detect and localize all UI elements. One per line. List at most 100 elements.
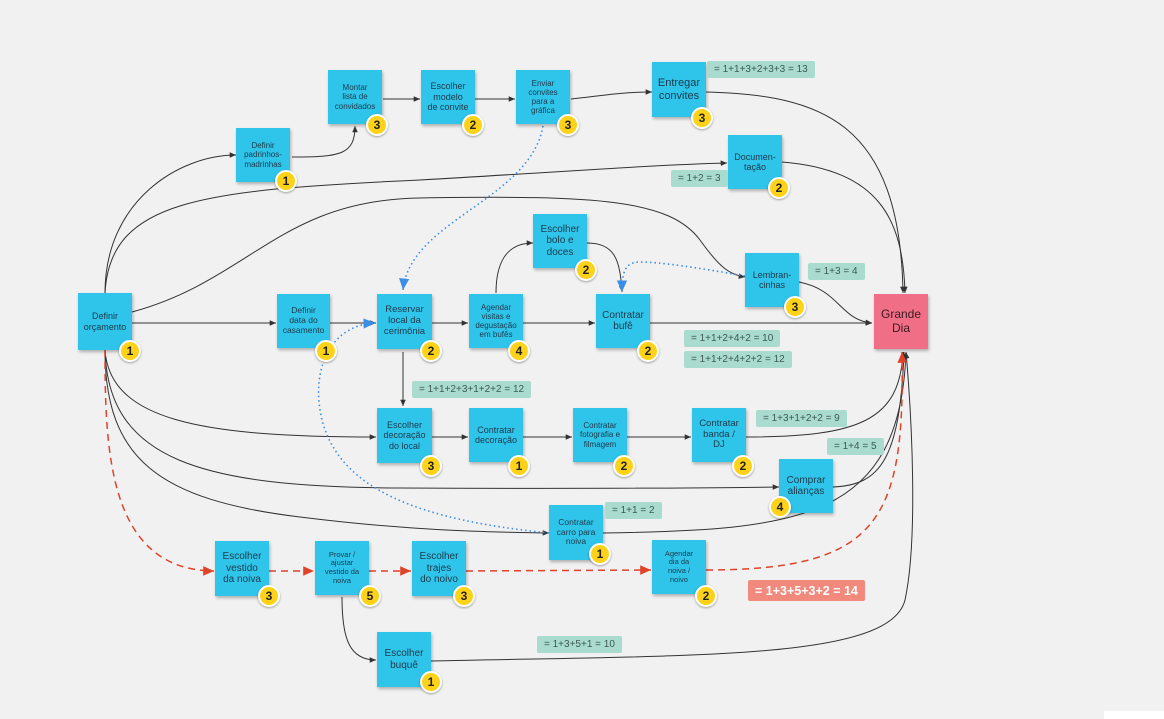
critical-path-orcamento-vestido: [104, 349, 215, 576]
note-label: Escolher modelo de convite: [427, 81, 469, 113]
note-label: Escolher bolo e doces: [540, 223, 580, 258]
duration-badge: 2: [420, 340, 442, 362]
connector-entregar-grandedia: [705, 91, 906, 294]
connector-padrinhos-lista: [291, 125, 358, 158]
note-contratar-fotografia[interactable]: Contratar fotografia e filmagem: [573, 408, 627, 462]
connector-orcamento-lembrancinhas: [131, 196, 746, 313]
note-label: Agendar dia da noiva / noivo: [664, 548, 694, 584]
duration-badge: 1: [315, 340, 337, 362]
duration-badge: 3: [453, 585, 475, 607]
duration-badge: 4: [769, 496, 791, 518]
sum-tag-buque: = 1+3+5+1 = 10: [537, 636, 622, 653]
connector-orcamento-aliancas: [104, 349, 780, 490]
note-documentacao[interactable]: Documen- tação: [728, 135, 782, 189]
duration-badge: 2: [637, 340, 659, 362]
duration-badge: 3: [258, 585, 280, 607]
note-label: Contratar carro para noiva: [556, 516, 596, 547]
dependency-link-lembrancinhas-bufe: [616, 261, 746, 293]
note-contratar-banda[interactable]: Contratar banda / DJ: [692, 408, 746, 462]
note-reservar-local[interactable]: Reservar local da cerimônia: [377, 294, 432, 349]
note-label: Reservar local da cerimônia: [383, 304, 426, 337]
sum-tag-lembrancinhas: = 1+3 = 4: [808, 263, 865, 280]
note-label: Escolher buquê: [384, 648, 424, 671]
duration-badge: 2: [613, 455, 635, 477]
connector-aliancas-grandedia: [832, 351, 907, 488]
dependency-link-carro-reservar: [317, 318, 550, 534]
sum-tag-aliancas: = 1+4 = 5: [827, 438, 884, 455]
note-label: Contratar banda / DJ: [699, 417, 739, 451]
connector-documentacao-grandedia: [781, 161, 908, 294]
note-label: Documen- tação: [734, 151, 776, 172]
sum-tag-banda: = 1+3+1+2+2 = 9: [756, 410, 847, 427]
duration-badge: 1: [119, 340, 141, 362]
duration-badge: 1: [508, 455, 530, 477]
connector-agendar-bolo: [495, 240, 534, 294]
note-provar-vestido[interactable]: Provar / ajustar vestido da noiva: [315, 541, 369, 595]
note-lembrancinhas[interactable]: Lembran- cinhas: [745, 253, 799, 307]
connector-buque-grandedia: [430, 351, 914, 662]
note-grande-dia[interactable]: Grande Dia: [874, 294, 928, 349]
duration-badge: 3: [691, 107, 713, 129]
connector-enviar-entregar: [570, 89, 653, 100]
duration-badge: 2: [575, 259, 597, 281]
note-label: Agendar visitas e degustação em bufês: [475, 302, 517, 340]
note-label: Escolher vestido da noiva: [222, 551, 262, 586]
duration-badge: 2: [732, 455, 754, 477]
note-label: Escolher trajes do noivo: [419, 551, 459, 586]
note-agendar-dia-noiva[interactable]: Agendar dia da noiva / noivo: [652, 540, 706, 594]
duration-badge: 3: [420, 455, 442, 477]
note-label: Definir orçamento: [83, 311, 127, 332]
note-label: Escolher decoração do local: [383, 419, 426, 451]
note-contratar-bufe[interactable]: Contratar bufê: [596, 294, 650, 348]
sum-tag-critical-path: = 1+3+5+3+2 = 14: [748, 580, 865, 601]
canvas-corner-panel: [1104, 711, 1164, 719]
note-label: Contratar fotografia e filmagem: [579, 421, 621, 449]
connector-orcamento-padrinhos: [104, 152, 237, 294]
note-agendar-visitas[interactable]: Agendar visitas e degustação em bufês: [469, 294, 523, 348]
duration-badge: 4: [508, 340, 530, 362]
note-definir-data[interactable]: Definir data do casamento: [277, 294, 330, 348]
connector-banda-grandedia: [745, 351, 906, 438]
connector-lembrancinhas-grandedia: [798, 281, 873, 326]
connector-orcamento-escolherdecoracao: [104, 349, 377, 440]
sum-tag-bufe-1: = 1+1+2+4+2 = 10: [684, 330, 781, 347]
sum-tag-carro: = 1+1 = 2: [605, 502, 662, 519]
critical-path-trajes-agendar: [465, 565, 652, 575]
sum-tag-bufe-2: = 1+1+2+4+2+2 = 12: [684, 351, 792, 368]
note-label: Definir data do casamento: [282, 305, 325, 335]
sum-tag-decoracao: = 1+1+2+3+1+2+2 = 12: [412, 381, 532, 398]
note-label: Comprar alianças: [786, 474, 826, 498]
note-label: Lembran- cinhas: [752, 269, 792, 290]
note-contratar-decoracao[interactable]: Contratar decoração: [469, 408, 523, 462]
duration-badge: 2: [695, 585, 717, 607]
note-escolher-bolo[interactable]: Escolher bolo e doces: [533, 214, 587, 268]
dependency-link-enviar-reservar: [399, 125, 544, 291]
note-escolher-buque[interactable]: Escolher buquê: [377, 632, 431, 687]
duration-badge: 3: [784, 296, 806, 318]
note-definir-orcamento[interactable]: Definir orçamento: [78, 293, 132, 350]
critical-path-agendar-grandedia: [705, 351, 907, 571]
connector-provar-buque: [341, 596, 377, 663]
duration-badge: 2: [462, 114, 484, 136]
sum-tag-convites: = 1+1+3+2+3+3 = 13: [707, 61, 815, 78]
duration-badge: 2: [768, 177, 790, 199]
note-label: Montar lista de convidados: [334, 83, 376, 111]
note-escolher-decoracao-local[interactable]: Escolher decoração do local: [377, 408, 432, 463]
sum-tag-documentacao: = 1+2 = 3: [671, 170, 728, 187]
note-label: Enviar convites para a gráfica: [528, 78, 558, 116]
duration-badge: 3: [557, 114, 579, 136]
duration-badge: 1: [275, 170, 297, 192]
duration-badge: 5: [359, 585, 381, 607]
note-escolher-vestido[interactable]: Escolher vestido da noiva: [215, 541, 269, 596]
duration-badge: 1: [420, 671, 442, 693]
note-label: Contratar decoração: [474, 424, 518, 445]
note-label: Contratar bufê: [602, 309, 644, 333]
note-label: Definir padrinhos- madrinhas: [244, 141, 282, 169]
connector-orcamento-documentacao: [104, 160, 728, 294]
note-label: Provar / ajustar vestido da noiva: [324, 549, 360, 585]
connector-orcamento-carro: [104, 349, 550, 536]
duration-badge: 1: [589, 543, 611, 565]
note-label: Entregar convites: [657, 76, 701, 102]
